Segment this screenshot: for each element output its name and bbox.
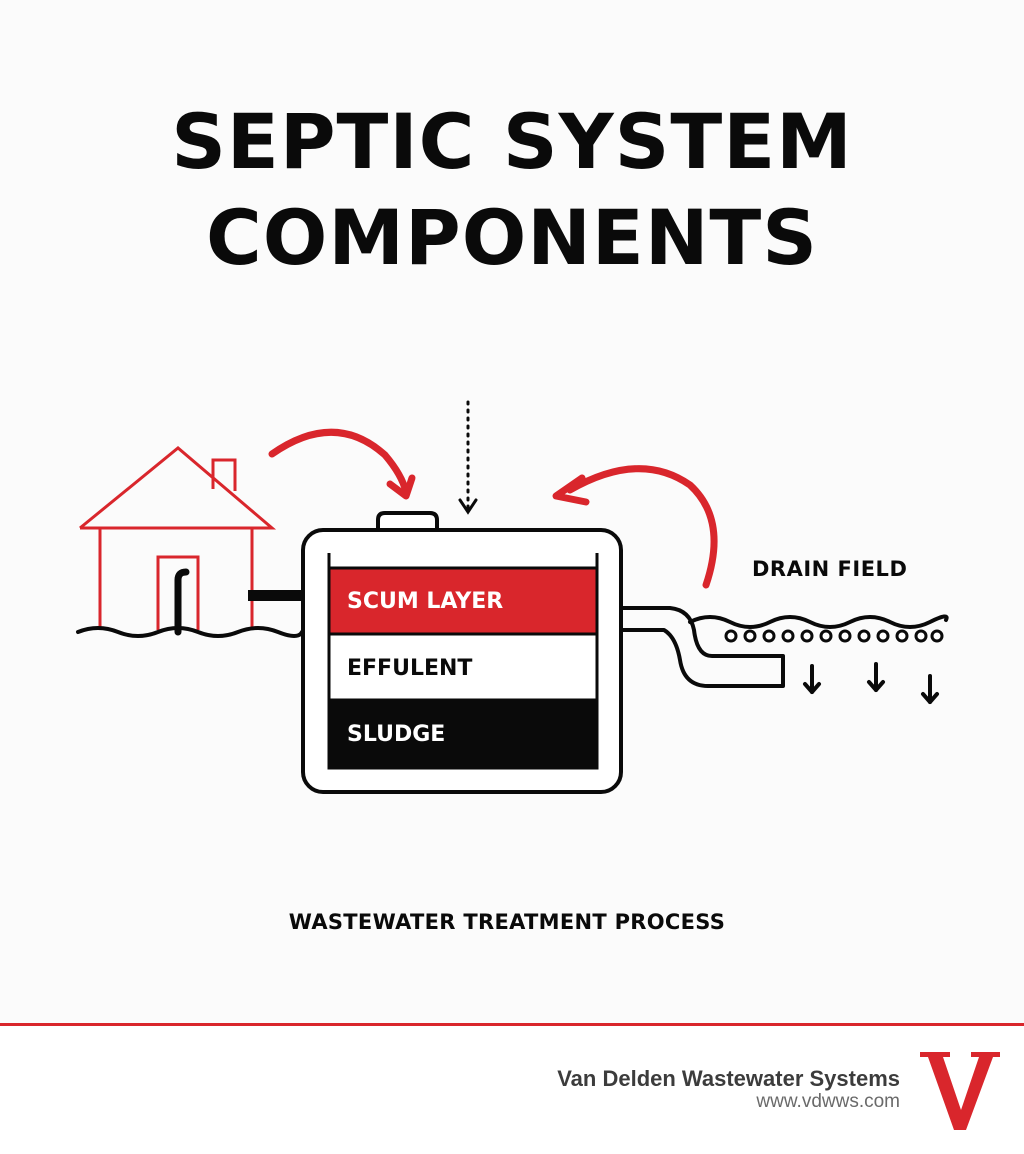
perforation-circle-icon [762,629,776,643]
title-line-1: SEPTIC SYSTEM [171,97,853,186]
inlet-pipe-icon [248,590,304,601]
sludge-layer [327,698,599,770]
company-name: Van Delden Wastewater Systems [557,1066,900,1091]
perforation-circle-icon [914,629,928,643]
down-arrow-icon [867,662,885,692]
ground-wave-icon [76,626,304,638]
tank-lid-icon [376,511,439,530]
perforation-circle-icon [781,629,795,643]
perforation-circle-icon [930,629,944,643]
septic-diagram [76,400,949,794]
diagram-caption: WASTEWATER TREATMENT PROCESS [288,910,726,934]
house-icon [79,446,277,630]
perforation-circle-icon [876,629,890,643]
dotted-down-arrow-icon [458,400,478,515]
scum-layer-label: SCUM LAYER [347,589,504,614]
septic-tank [301,511,623,794]
company-logo [920,1052,1000,1130]
drain-pipe-icon [174,568,190,636]
perforation-circle-icon [819,629,833,643]
footer-divider [0,1023,1024,1026]
sludge-layer-label: SLUDGE [347,722,446,747]
perforation-circle-icon [857,629,871,643]
perforation-circle-icon [895,629,909,643]
drain-field-wave-icon [688,614,949,629]
effluent-layer-label: EFFULENT [347,656,473,681]
outlet-pipe-icon [621,606,785,688]
perforation-circles [724,629,944,643]
company-url[interactable]: www.vdwws.com [756,1091,900,1112]
down-arrow-icon [803,664,821,694]
drain-field-label: DRAIN FIELD [752,557,908,581]
footer [0,1026,1024,1154]
inflow-arrow-icon [268,428,416,500]
return-arrow-icon [552,465,718,589]
title-line-2: COMPONENTS [205,193,819,282]
perforation-circle-icon [800,629,814,643]
down-arrow-icon [921,674,939,704]
perforation-circle-icon [838,629,852,643]
perforation-circle-icon [743,629,757,643]
perforation-circle-icon [724,629,738,643]
